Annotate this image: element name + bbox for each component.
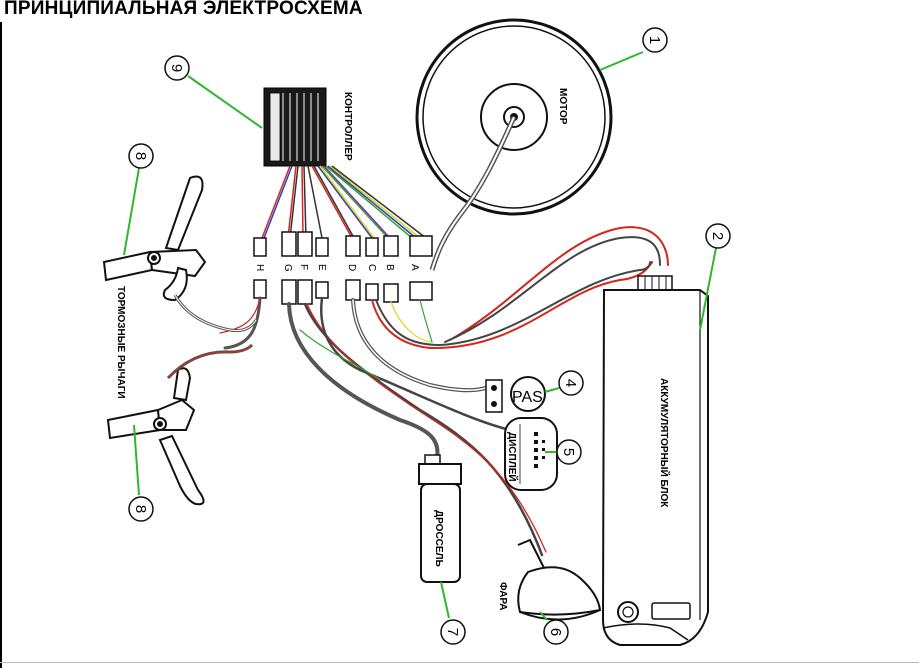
connector-letter-h: H [254, 264, 265, 271]
callout-8-bottom-number: 8 [132, 505, 149, 513]
diagram-title: ПРИНЦИПИАЛЬНАЯ ЭЛЕКТРОСХЕМА [4, 0, 363, 19]
battery-label: АККУМУЛЯТОРНЫЙ БЛОК [658, 378, 671, 508]
display-label: ДИСПЛЕЙ [506, 432, 519, 482]
pas-sensor [485, 376, 546, 413]
throttle-grip [418, 454, 462, 583]
controller-label: КОНТРОЛЛЕР [342, 92, 353, 161]
callout-9-circle [164, 55, 190, 81]
callout-5-circle [556, 439, 582, 465]
callout-8-top-number: 8 [132, 152, 149, 160]
battery-pack [601, 275, 709, 646]
callout-numbers: 1 2 4 5 6 7 8 8 9 [132, 36, 726, 636]
pas-label: PAS [512, 389, 543, 406]
controller [263, 87, 327, 167]
callout-6-number: 6 [547, 628, 564, 636]
callout-circles [128, 27, 731, 645]
callout-2-number: 2 [709, 232, 726, 240]
callout-7-circle [440, 619, 466, 645]
connector-letter-e: E [316, 264, 327, 271]
brake-lever-bottom [106, 367, 205, 506]
connector-letters: H G F E D C B A [254, 264, 420, 272]
callout-lines [123, 51, 717, 621]
throttle-label: ДРОССЕЛЬ [433, 510, 444, 567]
headlight [517, 538, 602, 621]
motor [415, 18, 613, 216]
callout-5-number: 5 [560, 448, 577, 456]
controller-wire-harness [261, 165, 427, 239]
callout-1-circle [642, 27, 668, 53]
callout-9-number: 9 [168, 64, 185, 72]
callout-4-number: 4 [562, 379, 579, 387]
motor-label: МОТОР [557, 88, 568, 125]
callout-2-circle [705, 223, 731, 249]
connector-letter-d: D [346, 264, 357, 271]
connector-letter-b: B [384, 264, 395, 271]
frame-border-left [0, 22, 2, 668]
headlight-label: ФАРА [497, 582, 508, 611]
frame-border-bottom [0, 662, 919, 663]
callout-7-number: 7 [444, 628, 461, 636]
callout-8-top-circle [128, 143, 154, 169]
connector-letter-g: G [282, 264, 293, 272]
callout-6-circle [543, 619, 569, 645]
connector-row-bottom [253, 279, 433, 305]
component-wiring [219, 226, 669, 557]
connector-letter-a: A [409, 264, 420, 271]
brake-lever-top [102, 175, 207, 302]
connector-letter-c: C [366, 264, 377, 271]
brake-levers-label: ТОРМОЗНЫЕ РЫЧАГИ [115, 286, 126, 399]
callout-1-number: 1 [646, 36, 663, 44]
connector-letter-f: F [298, 264, 309, 270]
callout-4-circle [558, 370, 584, 396]
callout-8-bottom-circle [128, 496, 154, 522]
connector-row-top [253, 231, 433, 257]
